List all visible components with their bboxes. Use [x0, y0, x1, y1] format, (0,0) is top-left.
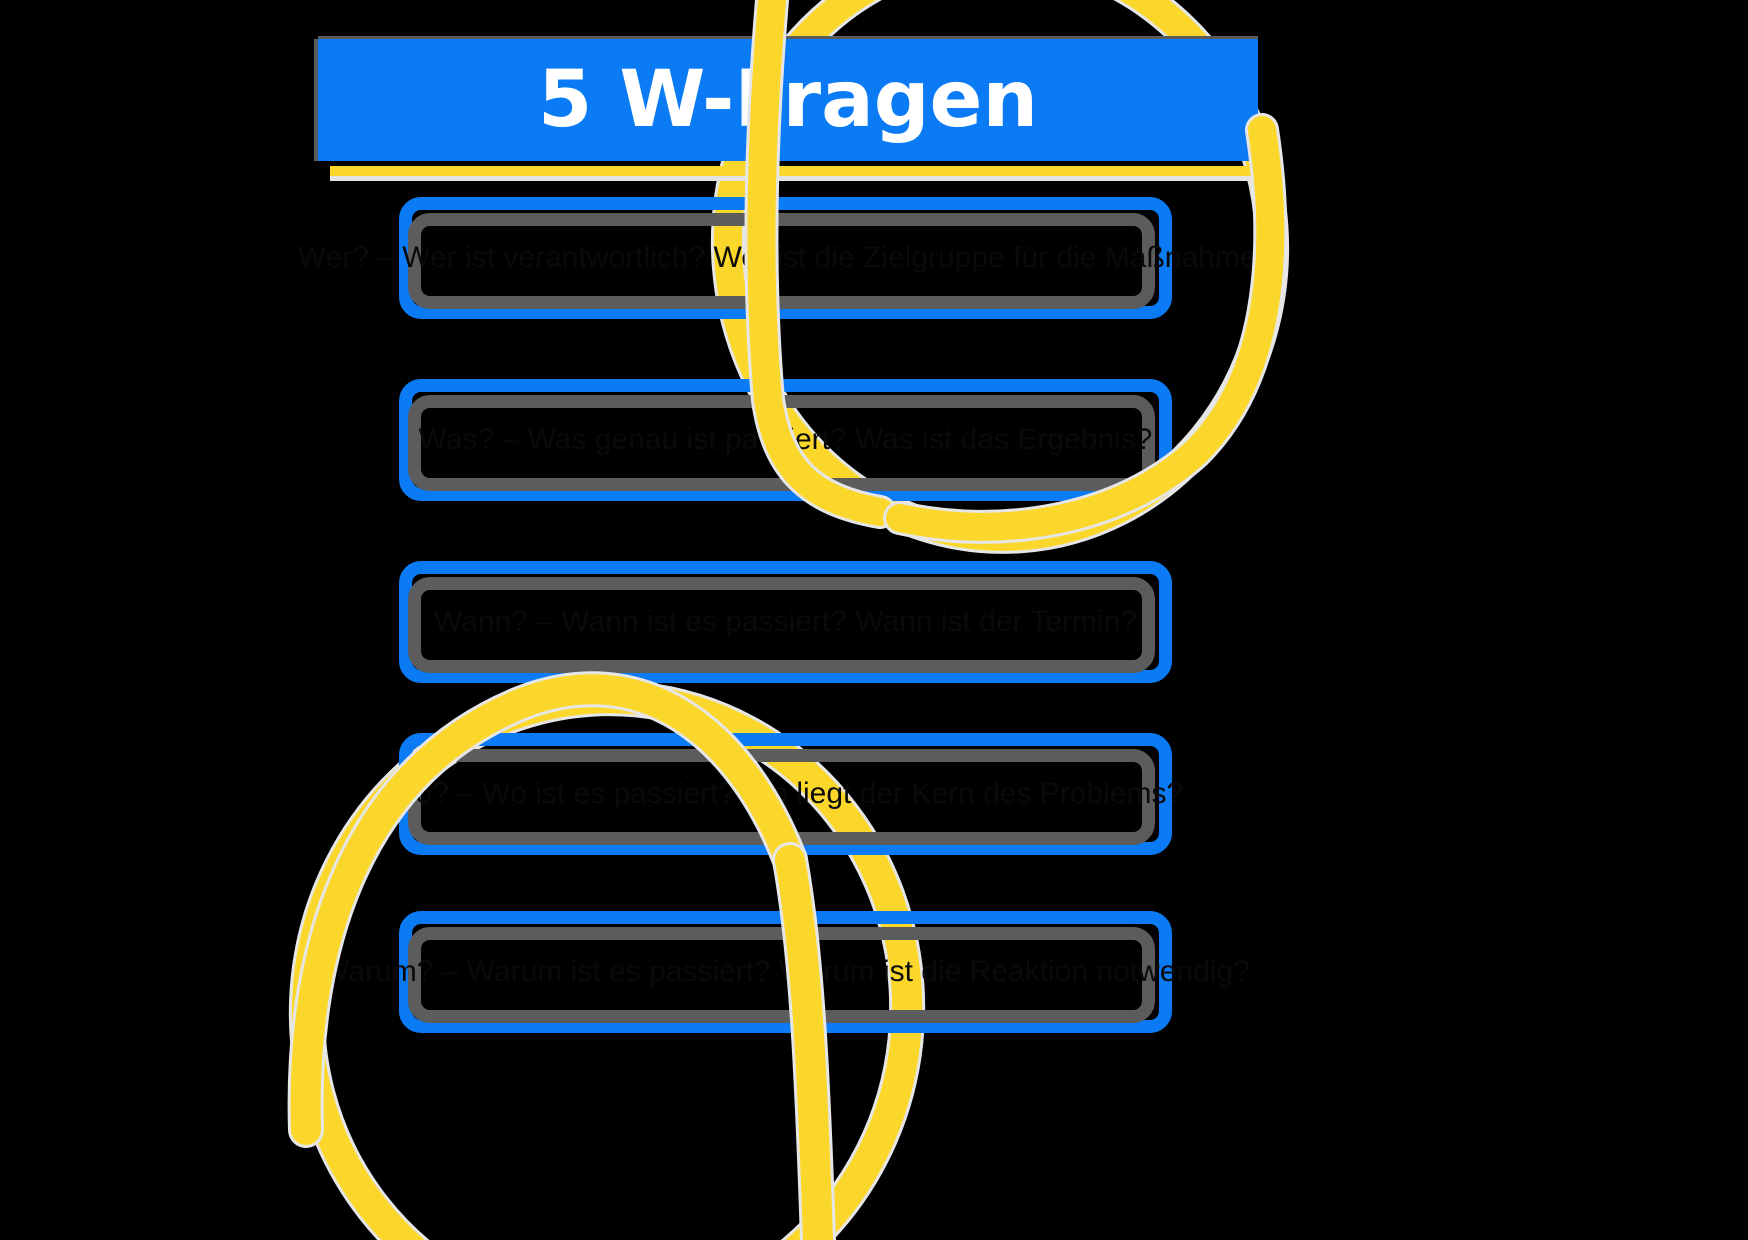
answer-box-1[interactable]: Wer? – Wer ist verantwortlich? Wer ist d… — [298, 197, 1273, 319]
title-underline-bar — [330, 166, 1265, 176]
answer-box-5-label: Warum? – Warum ist es passiert? Warum is… — [321, 955, 1250, 988]
answer-box-4-label: Wo? – Wo ist es passiert? Wo liegt der K… — [387, 777, 1184, 810]
title-banner: 5 W-Fragen — [318, 39, 1258, 161]
page-title: 5 W-Fragen — [538, 55, 1038, 145]
answer-box-2[interactable]: Was? – Was genau ist passiert? Was ist d… — [399, 379, 1172, 501]
answer-box-2-label: Was? – Was genau ist passiert? Was ist d… — [418, 423, 1153, 456]
answer-box-1-label: Wer? – Wer ist verantwortlich? Wer ist d… — [297, 241, 1274, 274]
answer-box-3-label: Wann? – Wann ist es passiert? Wann ist d… — [433, 605, 1138, 638]
answer-box-5[interactable]: Warum? – Warum ist es passiert? Warum is… — [321, 911, 1250, 1033]
answer-box-3[interactable]: Wann? – Wann ist es passiert? Wann ist d… — [399, 561, 1172, 683]
title-underline-shadow — [330, 176, 1265, 181]
answer-box-4[interactable]: Wo? – Wo ist es passiert? Wo liegt der K… — [388, 733, 1183, 855]
